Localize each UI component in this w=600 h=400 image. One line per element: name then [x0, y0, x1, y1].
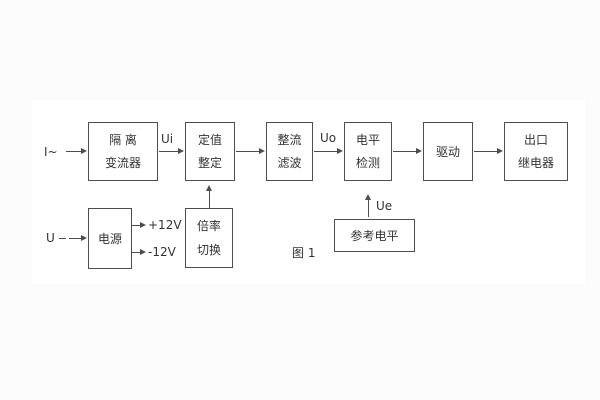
- block-label: 参考电平: [350, 228, 399, 243]
- block-drive: 驱动: [423, 122, 473, 181]
- block-label: 整流: [277, 133, 302, 147]
- block-label: 整定: [197, 156, 222, 170]
- input-voltage-label: U: [46, 231, 55, 245]
- block-label: 驱动: [435, 144, 460, 159]
- block-level-detection: 电平 检测: [344, 122, 392, 181]
- block-label: 倍率: [196, 219, 221, 234]
- block-power-supply: 电源: [88, 208, 132, 269]
- block-output-relay: 出口 继电器: [504, 122, 568, 181]
- arrow-input-to-isolation: [66, 148, 87, 154]
- block-label: 电平: [355, 133, 380, 147]
- arrow-drive-to-relay: [474, 148, 503, 154]
- block-label: 继电器: [517, 156, 554, 170]
- block-label: 出口: [523, 133, 548, 147]
- arrow-level-to-drive: [393, 148, 422, 154]
- block-label: 滤波: [277, 156, 302, 170]
- block-reference-level: 参考电平: [334, 219, 415, 252]
- block-rectifier-filter: 整流 滤波: [266, 122, 313, 181]
- block-ratio-switching: 倍率 切换: [185, 208, 233, 268]
- signal-ui-label: Ui: [161, 132, 174, 146]
- power-pos12v-label: +12V: [148, 218, 182, 232]
- block-isolation-transformer: 隔 离 变流器: [88, 122, 158, 181]
- block-setting-adjustment: 定值 整定: [185, 122, 235, 181]
- block-label: 定值: [197, 133, 222, 147]
- power-neg12v-label: -12V: [148, 245, 176, 259]
- input-current-label: I~: [44, 145, 58, 159]
- arrow-power-neg12v: [132, 249, 146, 255]
- arrow-power-pos12v: [132, 222, 146, 228]
- block-label: 变流器: [104, 156, 141, 170]
- arrow-rectifier-to-level: [314, 148, 343, 154]
- signal-uo-label: Uo: [320, 131, 337, 145]
- arrow-setting-to-rectifier: [236, 148, 265, 154]
- signal-ue-label: Ue: [376, 199, 393, 213]
- arrow-reference-to-level: [365, 194, 371, 217]
- arrow-isolation-to-setting: [159, 148, 184, 154]
- figure-caption: 图 1: [292, 246, 316, 260]
- block-label: 隔 离: [109, 133, 137, 147]
- block-label: 切换: [196, 242, 221, 257]
- arrow-ratio-to-setting: [206, 185, 212, 208]
- dash-voltage-input: [59, 238, 66, 239]
- block-label: 检测: [355, 156, 380, 170]
- block-label: 电源: [97, 231, 122, 246]
- arrow-input-to-power: [69, 235, 87, 241]
